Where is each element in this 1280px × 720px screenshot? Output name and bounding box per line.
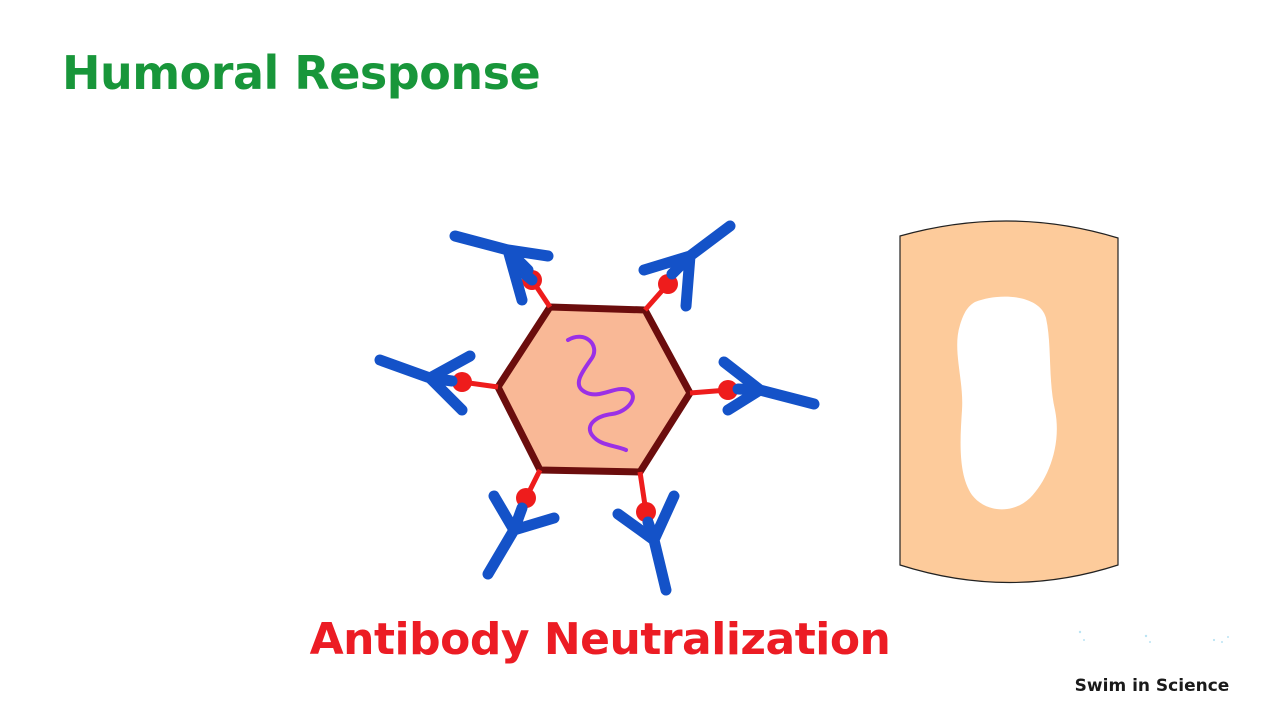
antibodies [374,220,820,596]
virus-particle [494,303,694,476]
epitope-dot [718,380,738,400]
nucleus-icon [957,296,1057,510]
antibody-icon [638,220,736,312]
antibody-icon [482,468,560,580]
watermark-text: Swim in Science [1074,676,1230,696]
antibody-icon [449,230,554,309]
diagram-caption: Antibody Neutralization [309,614,891,665]
watermark-speckle [1078,630,1229,643]
viral-genome-icon [566,334,635,452]
epitope-dot [452,372,472,392]
antibody-icon [689,356,820,416]
epitope-dot [636,502,656,522]
page-title: Humoral Response [62,46,541,100]
antibody-icon [612,471,680,596]
host-cell [899,220,1119,584]
antibody-icon [374,350,499,416]
hexagonal-virus-capsid-icon [494,303,694,476]
